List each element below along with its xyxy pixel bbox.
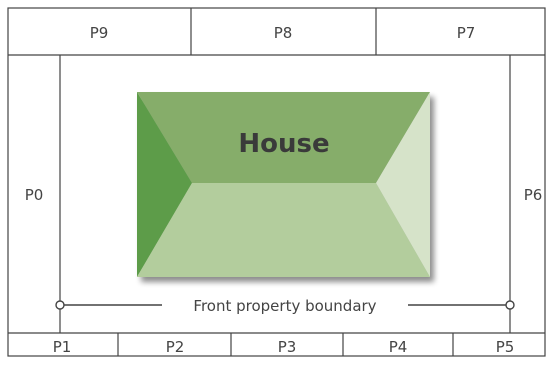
- boundary-end-left: [55, 300, 65, 310]
- house-label: House: [238, 129, 329, 159]
- plot-label-p3: P3: [278, 338, 297, 356]
- boundary-label: Front property boundary: [193, 297, 376, 315]
- house-roof-top: [137, 92, 430, 183]
- plot-label-p6: P6: [524, 186, 543, 204]
- house: [137, 92, 430, 277]
- plot-label-p4: P4: [389, 338, 408, 356]
- house-roof-bottom: [137, 183, 430, 277]
- outer-frame: [7, 7, 546, 357]
- plot-label-p8: P8: [274, 24, 293, 42]
- plot-label-p9: P9: [90, 24, 109, 42]
- plot-label-p5: P5: [496, 338, 515, 356]
- plot-label-p7: P7: [457, 24, 476, 42]
- plot-label-p2: P2: [166, 338, 185, 356]
- boundary-end-right: [505, 300, 515, 310]
- plot-label-p1: P1: [53, 338, 72, 356]
- plot-label-p0: P0: [25, 186, 44, 204]
- house-roof-right: [376, 92, 430, 277]
- house-roof-left: [137, 92, 192, 277]
